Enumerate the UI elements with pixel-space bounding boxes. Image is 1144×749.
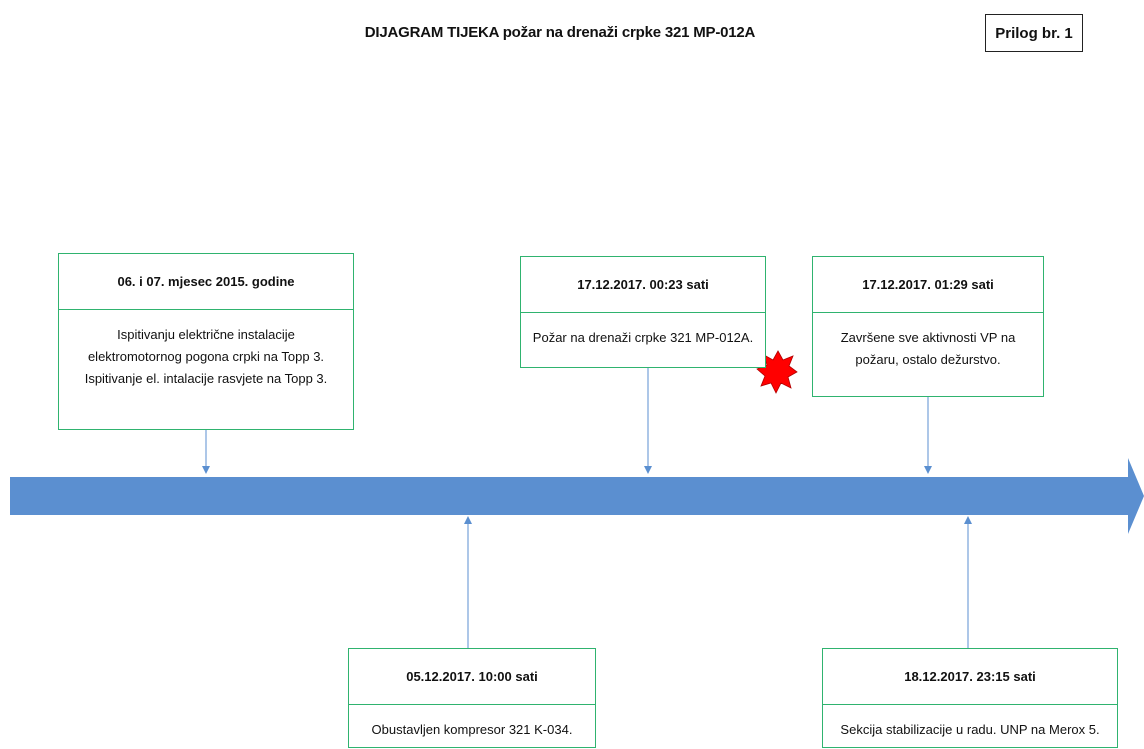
- event-description: Obustavljen kompresor 321 K-034.: [349, 705, 595, 749]
- event-text-line: Završene sve aktivnosti VP na: [840, 330, 1016, 345]
- event-box: 17.12.2017. 00:23 sati Požar na drenaži …: [520, 256, 766, 368]
- timeline-diagram: [10, 350, 1144, 648]
- event-description: Završene sve aktivnosti VP na požaru, os…: [813, 313, 1043, 379]
- page-title: DIJAGRAM TIJEKA požar na drenaži crpke 3…: [364, 24, 756, 41]
- timeline-arrow: [10, 458, 1144, 534]
- event-text-line: elektromotornog pogona crpki na Topp 3.: [87, 349, 325, 364]
- event-text-line: Obustavljen kompresor 321 K-034.: [371, 722, 573, 737]
- event-description: Sekcija stabilizacije u radu. UNP na Mer…: [823, 705, 1117, 749]
- event-box: 05.12.2017. 10:00 sati Obustavljen kompr…: [348, 648, 596, 748]
- event-box: 18.12.2017. 23:15 sati Sekcija stabiliza…: [822, 648, 1118, 748]
- annex-label: Prilog br. 1: [985, 14, 1083, 52]
- event-date: 05.12.2017. 10:00 sati: [349, 649, 595, 705]
- event-text-line: Sekcija stabilizacije u radu. UNP na Mer…: [840, 722, 1100, 737]
- event-box: 06. i 07. mjesec 2015. godine Ispitivanj…: [58, 253, 354, 430]
- event-text-line: Ispitivanju električne instalacije: [117, 327, 295, 342]
- event-date: 18.12.2017. 23:15 sati: [823, 649, 1117, 705]
- event-text-line: požaru, ostalo dežurstvo.: [855, 352, 1001, 367]
- event-description: Ispitivanju električne instalacije elekt…: [59, 310, 353, 398]
- event-text-line: Požar na drenaži crpke 321 MP-012A.: [532, 330, 754, 345]
- explosion-icon: [756, 350, 798, 394]
- event-date: 06. i 07. mjesec 2015. godine: [59, 254, 353, 310]
- event-date: 17.12.2017. 00:23 sati: [521, 257, 765, 313]
- event-description: Požar na drenaži crpke 321 MP-012A.: [521, 313, 765, 357]
- event-text-line: Ispitivanje el. intalacije rasvjete na T…: [84, 371, 328, 386]
- event-box: 17.12.2017. 01:29 sati Završene sve akti…: [812, 256, 1044, 397]
- event-date: 17.12.2017. 01:29 sati: [813, 257, 1043, 313]
